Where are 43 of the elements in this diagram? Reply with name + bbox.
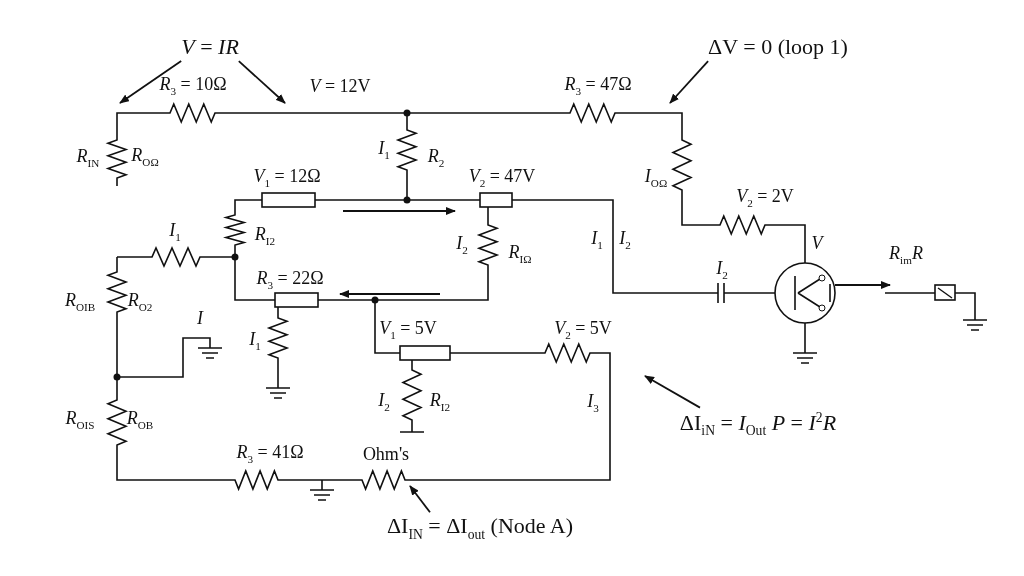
component-label: Ohm's xyxy=(362,445,410,463)
component-label: I$_{2}$ xyxy=(619,229,631,251)
leader-arrow xyxy=(237,60,286,104)
component-label: I$_{3}$ xyxy=(587,392,599,414)
component-label: R$_{IN}$ xyxy=(76,147,100,169)
leader-arrow xyxy=(644,375,701,409)
component-label: R$_{OIB}$ xyxy=(64,291,96,313)
formula-annotation: ΔI$_{iN}$ = I$_{Out}$ P = I$^{2}$R xyxy=(679,409,837,439)
component-label: R$_{I2}$ xyxy=(254,225,276,247)
component-label: R$_{3}$ = 10Ω xyxy=(159,75,227,97)
component-label: R$_{im}$R xyxy=(889,244,923,266)
component-label: R$_{3}$ = 47Ω xyxy=(564,75,632,97)
component-label: R$_{OB}$ xyxy=(126,409,154,431)
component-label: I$_{2}$ xyxy=(456,234,468,256)
component-label: I$_{2}$ xyxy=(716,259,728,281)
component-label: V$_{2}$ = 2V xyxy=(736,187,794,209)
component-label: R$_{I2}$ xyxy=(429,391,451,413)
component-label: V$_{2}$ = 5V xyxy=(554,319,612,341)
component-label: R$_{IΩ}$ xyxy=(508,243,532,265)
component-label: I$_{1}$ xyxy=(378,139,390,161)
component-label: I$_{1}$ xyxy=(591,229,603,251)
component-label: I$_{1}$ xyxy=(169,221,181,243)
component-label: V = 12V xyxy=(309,77,371,95)
leader-arrow xyxy=(669,60,709,104)
component-label: R$_{OIS}$ xyxy=(65,409,95,431)
component-label: R$_{3}$ = 22Ω xyxy=(256,269,324,291)
component-label: R$_{O2}$ xyxy=(127,291,153,313)
component-label: I$_{1}$ xyxy=(249,330,261,352)
component-label: I$_{OΩ}$ xyxy=(644,167,668,189)
component-label: V$_{1}$ = 12Ω xyxy=(253,167,321,189)
formula-annotation: ΔV = 0 (loop 1) xyxy=(708,34,848,60)
component-label: R$_{2}$ xyxy=(427,147,445,169)
formula-annotation: V = IR xyxy=(181,34,239,60)
component-label: I xyxy=(197,309,203,327)
leader-arrow xyxy=(409,485,431,514)
formula-annotation: ΔI$_{IN}$ = ΔI$_{out}$ (Node A) xyxy=(386,514,574,542)
component-label: R$_{OΩ}$ xyxy=(131,146,159,168)
component-label: R$_{3}$ = 41Ω xyxy=(236,443,304,465)
component-label: I$_{2}$ xyxy=(378,391,390,413)
component-label: V xyxy=(811,234,823,252)
component-label: V$_{1}$ = 5V xyxy=(379,319,437,341)
component-label: V$_{2}$ = 47V xyxy=(468,167,536,189)
leader-arrow xyxy=(119,60,183,104)
